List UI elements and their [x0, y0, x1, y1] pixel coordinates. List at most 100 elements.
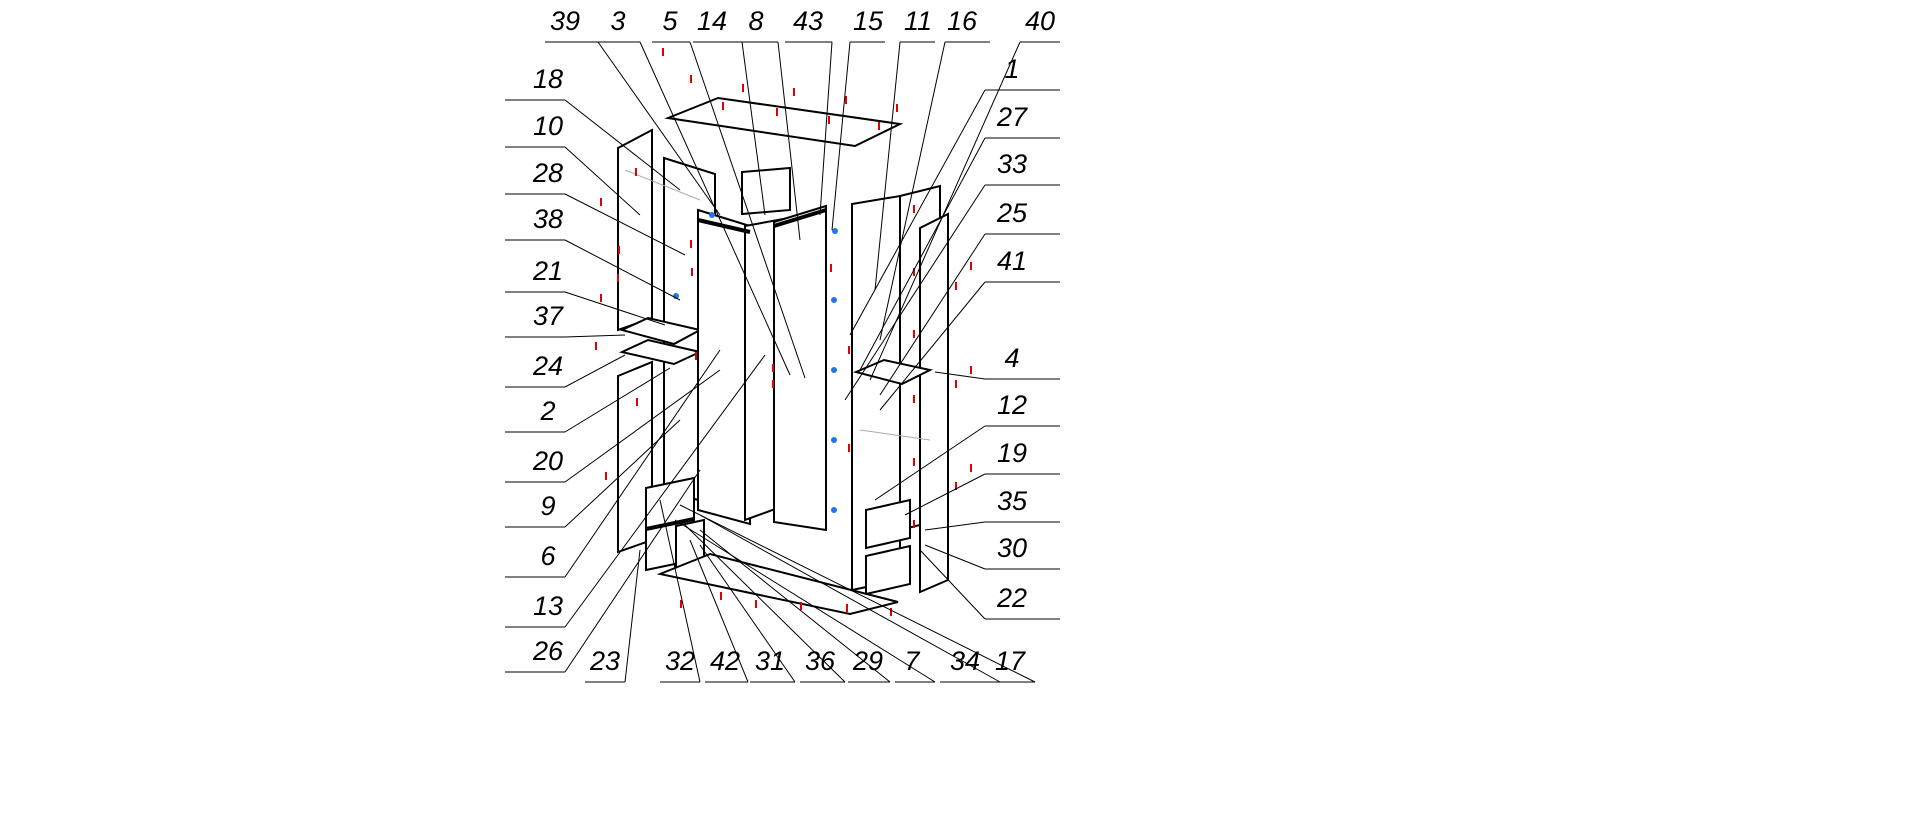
part-label-11: 11: [904, 6, 932, 36]
fastener-mark: [955, 282, 957, 290]
fastener-mark: [913, 395, 915, 403]
fastener-mark: [600, 294, 602, 302]
fastener-mark: [636, 398, 638, 406]
fastener-mark: [830, 264, 832, 272]
leader-line: [879, 233, 986, 396]
part-label-2: 2: [539, 396, 555, 426]
fastener-mark: [772, 364, 774, 372]
fastener-mark: [793, 88, 795, 96]
leader-line: [919, 549, 986, 620]
fastener-mark: [913, 458, 915, 466]
part-label-35: 35: [997, 486, 1028, 516]
leader-line: [874, 41, 901, 291]
drawer-right-lower: [865, 544, 911, 596]
fastener-mark: [695, 352, 697, 360]
fastener-mark: [970, 464, 972, 472]
leader-line: [879, 281, 986, 411]
edge: [697, 218, 751, 234]
leader-line: [699, 514, 1001, 683]
connector-mark: [831, 367, 837, 373]
part-label-41: 41: [997, 246, 1027, 276]
part-label-38: 38: [533, 204, 563, 234]
part-label-3: 3: [610, 6, 625, 36]
leader-line: [639, 41, 791, 376]
part-label-20: 20: [532, 446, 563, 476]
part-label-16: 16: [947, 6, 978, 36]
fastener-mark: [970, 366, 972, 374]
part-label-25: 25: [996, 198, 1028, 228]
leader-line: [624, 549, 641, 683]
leader-line: [689, 539, 749, 683]
fastener-mark: [970, 262, 972, 270]
connector-mark: [832, 228, 838, 234]
part-label-6: 6: [540, 541, 556, 571]
part-label-13: 13: [533, 591, 563, 621]
leader-line: [849, 89, 986, 336]
leader-line: [924, 521, 986, 531]
door-left: [697, 208, 751, 526]
bottom-panel: [656, 552, 899, 616]
fastener-mark: [890, 608, 892, 616]
part-label-40: 40: [1025, 6, 1055, 36]
part-label-33: 33: [997, 149, 1027, 179]
leader-line: [831, 41, 851, 231]
hidden-line: [859, 429, 931, 441]
leader-line: [564, 354, 626, 388]
fastener-mark: [776, 108, 778, 116]
part-label-39: 39: [550, 6, 580, 36]
leader-line: [924, 544, 986, 570]
leader-lines: [505, 41, 1060, 683]
fastener-mark: [848, 444, 850, 452]
fastener-mark: [845, 96, 847, 104]
fastener-mark: [690, 75, 692, 83]
connector-mark: [831, 507, 837, 513]
leader-line: [904, 473, 986, 516]
leader-line: [874, 425, 986, 501]
part-label-15: 15: [853, 6, 884, 36]
part-label-24: 24: [532, 351, 563, 381]
leader-line: [564, 469, 701, 673]
fastener-mark: [828, 116, 830, 124]
part-label-12: 12: [997, 390, 1027, 420]
leader-line: [819, 41, 833, 216]
part-label-8: 8: [748, 6, 763, 36]
leader-line: [741, 41, 766, 216]
fastener-mark: [662, 48, 664, 56]
leader-line: [844, 184, 986, 401]
fastener-mark: [913, 268, 915, 276]
edge: [773, 208, 827, 228]
right-outer-panel: [919, 212, 949, 594]
part-label-14: 14: [697, 6, 727, 36]
part-label-37: 37: [533, 301, 564, 331]
part-label-31: 31: [755, 646, 785, 676]
fastener-mark: [691, 268, 693, 276]
part-label-22: 22: [996, 583, 1027, 613]
leader-line: [564, 354, 766, 628]
leader-line: [699, 544, 796, 683]
leader-line: [564, 99, 681, 191]
part-label-30: 30: [997, 533, 1027, 563]
leader-line: [859, 137, 986, 371]
fastener-mark: [680, 600, 682, 608]
leader-line: [659, 499, 701, 683]
fastener-mark: [720, 592, 722, 600]
leader-line: [564, 239, 681, 301]
part-label-27: 27: [996, 102, 1028, 132]
part-label-18: 18: [533, 64, 563, 94]
fastener-mark: [618, 246, 620, 254]
top-panel: [664, 96, 904, 148]
fastener-mark: [955, 482, 957, 490]
fastener-mark: [617, 274, 619, 282]
fastener-mark: [955, 380, 957, 388]
fastener-mark: [755, 600, 757, 608]
part-label-19: 19: [997, 438, 1027, 468]
part-label-21: 21: [532, 256, 563, 286]
wardrobe-parts: [617, 96, 949, 616]
fastener-mark: [913, 520, 915, 528]
fastener-mark: [600, 198, 602, 206]
part-label-10: 10: [533, 111, 563, 141]
part-label-34: 34: [950, 646, 980, 676]
part-label-5: 5: [662, 6, 678, 36]
part-label-29: 29: [852, 646, 883, 676]
